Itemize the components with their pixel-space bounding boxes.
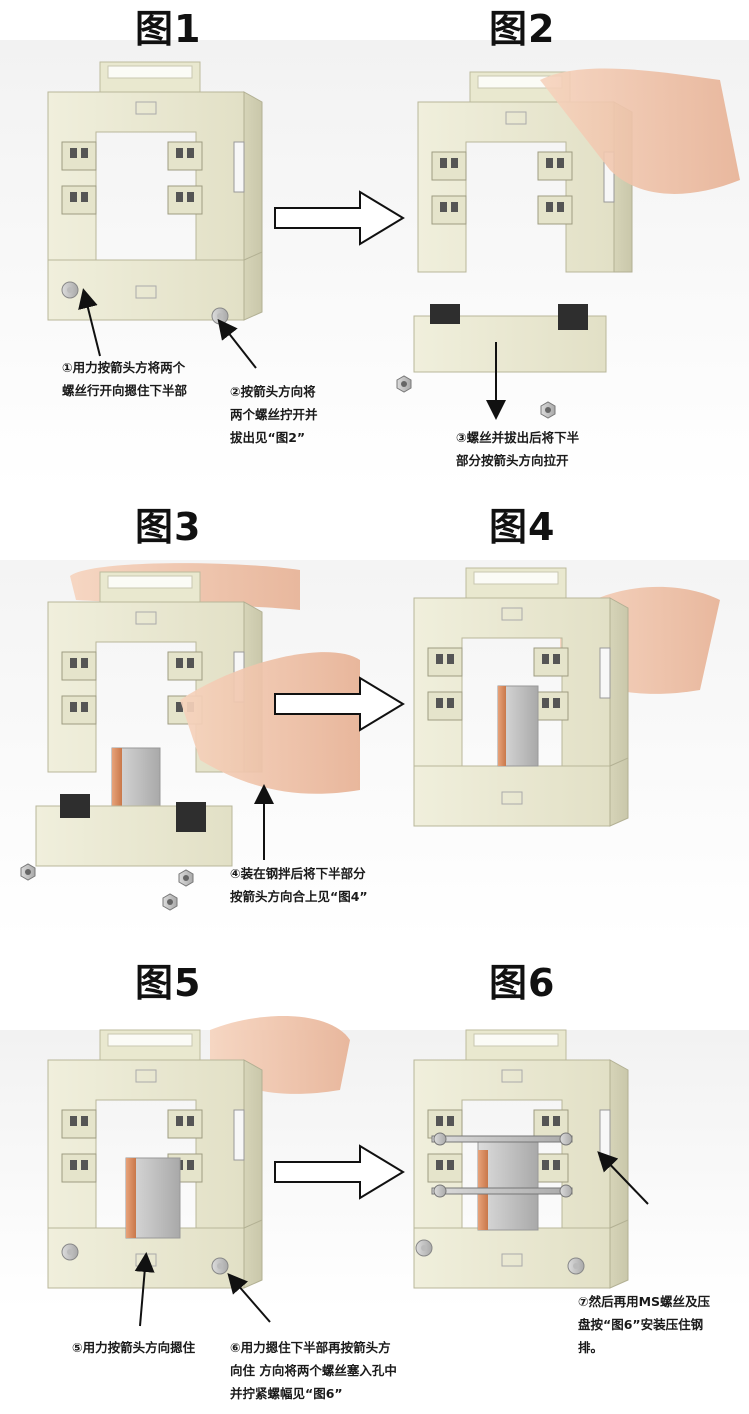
caption-step-2: ②按箭头方向将 两个螺丝拧开并 拔出见“图2” [230, 384, 318, 445]
pointer-arrow-7 [597, 1151, 649, 1205]
busbar-copper-fig5 [126, 1158, 136, 1238]
hand-fig3-right [180, 652, 360, 794]
figure-title-2: 图2 [489, 7, 556, 51]
busbar-copper-fig4 [498, 686, 506, 766]
caption-step-1: ①用力按箭头方将两个 螺丝行开向摁住下半部 [62, 360, 188, 398]
caption-step-3: ③螺丝并拔出后将下半 部分按箭头方向拉开 [456, 430, 580, 468]
figure-title-6: 图6 [489, 961, 556, 1005]
caption-step-7: ⑦然后再用MS螺丝及压 盘按“图6”安装压住钢 排。 [578, 1294, 711, 1355]
figure-title-5: 图5 [135, 961, 202, 1005]
nut-fig3-c [178, 869, 194, 887]
pointer-arrow-6 [227, 1272, 271, 1323]
arrow-fig1-to-fig2 [274, 191, 404, 245]
hand-fig2 [540, 68, 740, 194]
arrow-fig5-to-fig6 [274, 1145, 404, 1199]
pointer-arrow-2 [217, 318, 257, 369]
caption-step-5: ⑤用力按箭头方向摁住 [72, 1340, 196, 1355]
figure-2-ct-lower [413, 304, 607, 373]
ms-screws-fig6 [431, 1132, 573, 1198]
pointer-arrow-5 [134, 1252, 155, 1327]
nut-fig3-b [162, 893, 178, 911]
figure-1-ct-assembled [47, 61, 263, 325]
figure-title-3: 图3 [135, 505, 202, 549]
caption-step-4: ④装在钢拌后将下半部分 按箭头方向合上见“图4” [230, 866, 368, 904]
figure-3-ct-lower [35, 794, 233, 867]
nut-fig2-b [540, 401, 556, 419]
caption-step-6: ⑥用力摁住下半部再按箭头方 向住 方向将两个螺丝塞入孔中 并拧紧螺幅见“图6” [230, 1340, 397, 1401]
busbar-copper-fig3 [112, 748, 122, 846]
figure-title-1: 图1 [135, 7, 202, 51]
nut-fig3-a [20, 863, 36, 881]
pointer-arrow-1 [78, 288, 101, 357]
nut-fig2-a [396, 375, 412, 393]
figure-title-4: 图4 [489, 505, 556, 549]
